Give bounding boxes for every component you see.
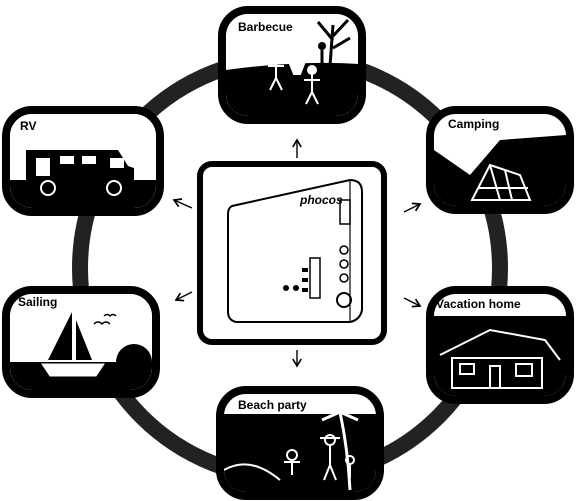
birds-icon — [93, 313, 117, 326]
power-button — [336, 292, 352, 308]
button-3 — [339, 273, 349, 283]
scene-label-vacation-home: Vacation home — [436, 297, 521, 311]
arrow-to-vacation-home — [403, 297, 422, 308]
rv-icon — [26, 150, 134, 196]
sunset-icon — [116, 344, 152, 362]
tent-icon — [470, 163, 532, 201]
people-partying-icon — [284, 434, 355, 481]
scene-barbecue: Barbecue — [218, 6, 366, 124]
display-screen — [339, 199, 351, 225]
button-1 — [339, 245, 349, 255]
port-a — [283, 285, 289, 291]
central-device-panel: phocos — [197, 161, 387, 345]
house-icon — [439, 328, 561, 389]
usb-ports — [309, 257, 321, 299]
port-b — [293, 285, 299, 291]
scene-label-sailing: Sailing — [18, 295, 57, 309]
scene-label-camping: Camping — [448, 117, 499, 131]
arrow-to-rv — [172, 198, 193, 209]
tree-icon — [316, 18, 351, 67]
palm-tree-icon — [321, 399, 359, 491]
scene-camping: Camping — [426, 106, 574, 214]
sailboat-icon — [41, 312, 105, 377]
scene-label-barbecue: Barbecue — [238, 20, 293, 34]
arrow-to-camping — [403, 202, 422, 213]
people-grilling-icon — [268, 53, 320, 105]
arrow-to-sailing — [174, 291, 193, 302]
scene-label-rv: RV — [20, 119, 36, 133]
button-2 — [339, 259, 349, 269]
scene-label-beach-party: Beach party — [238, 398, 307, 412]
power-bank-device: phocos — [227, 178, 363, 323]
device-brand-logo: phocos — [299, 193, 343, 207]
scene-sailing: Sailing — [2, 286, 160, 398]
scene-vacation-home: Vacation home — [426, 286, 574, 404]
scene-rv: RV — [2, 106, 164, 216]
scene-beach-party: Beach party — [216, 386, 384, 500]
